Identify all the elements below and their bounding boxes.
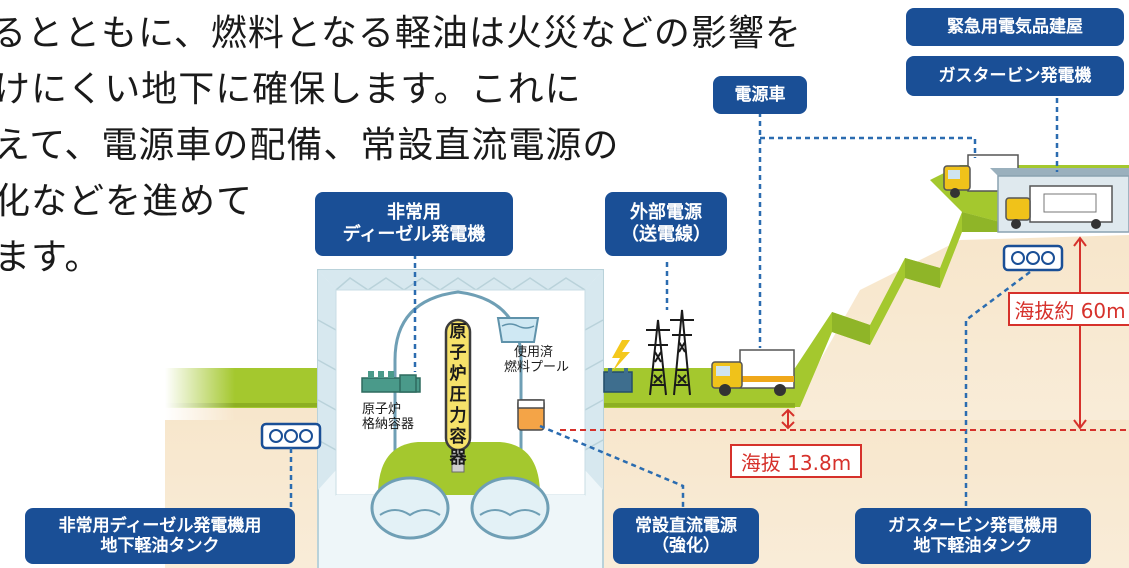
leader-lines <box>289 98 1059 512</box>
emergency-building-label: 緊急用電気品建屋 <box>906 8 1124 46</box>
gas-turbine-label: ガスタービン発電機 <box>906 56 1124 96</box>
power-truck <box>711 349 795 396</box>
diesel-tank-icon <box>260 422 322 450</box>
lightning-icon <box>612 340 630 372</box>
diesel-tank-label: 非常用ディーゼル発電機用 地下軽油タンク <box>25 508 295 564</box>
intro-paragraph: るとともに、燃料となる軽油は火災などの影響を けにくい地下に確保します。これに … <box>0 6 802 286</box>
external-power-label: 外部電源 （送電線） <box>605 192 727 256</box>
intro-line-3: えて、電源車の配備、常設直流電源の <box>0 125 620 166</box>
transmission-tower-icon <box>646 309 694 396</box>
reactor-pressure-vessel <box>444 318 472 473</box>
gas-turbine-tank-label: ガスタービン発電機用 地下軽油タンク <box>855 508 1091 564</box>
diesel-generator-unit <box>361 371 421 393</box>
gas-turbine-tank-icon <box>1002 244 1064 272</box>
power-truck-label: 電源車 <box>713 76 807 114</box>
elevation-lines <box>560 236 1129 431</box>
diesel-generator-label: 非常用 ディーゼル発電機 <box>315 192 513 256</box>
left-fade <box>165 360 235 420</box>
intro-line-5: ます。 <box>0 237 102 278</box>
gas-turbine-building <box>990 168 1129 233</box>
spent-fuel-pool-label: 使用済 燃料プール <box>504 345 570 375</box>
elevation-low-label: 海抜 13.8m <box>730 444 862 478</box>
dc-power-label: 常設直流電源 （強化） <box>613 508 759 564</box>
spent-fuel-pool <box>496 317 540 343</box>
elevation-high-label: 海抜約 60m <box>1008 292 1129 326</box>
intro-line-2: けにくい地下に確保します。これに <box>0 69 582 110</box>
intro-line-4: 化などを進めて <box>0 181 254 222</box>
dc-battery <box>517 399 545 431</box>
reactor-vessel-label: 原 子 炉 圧 力 容 器 <box>449 322 467 468</box>
containment-label: 原子炉 格納容器 <box>362 402 415 432</box>
transformer <box>603 368 633 393</box>
intro-line-1: るとともに、燃料となる軽油は火災などの影響を <box>0 13 802 54</box>
